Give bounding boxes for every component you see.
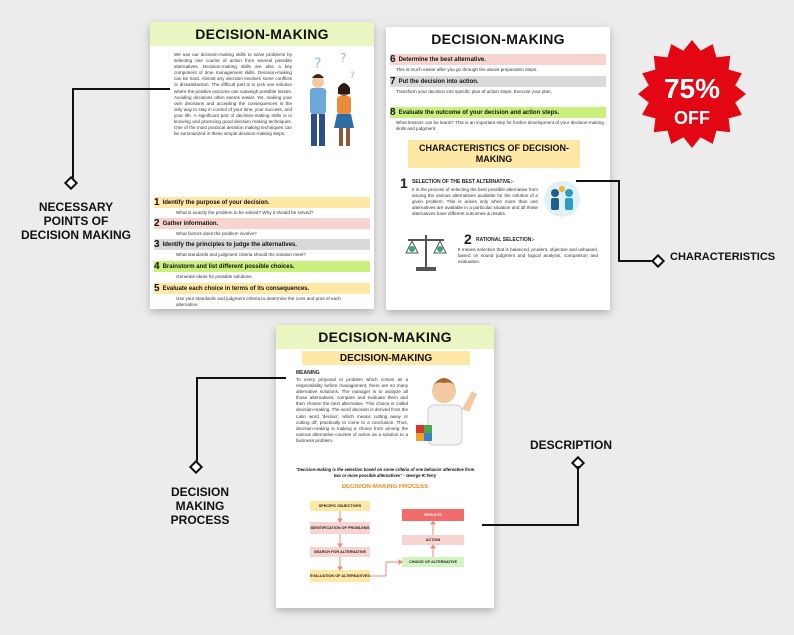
step-title: Determine the best alternative. bbox=[398, 56, 486, 63]
label-description: DESCRIPTION bbox=[530, 438, 613, 452]
discount-off: OFF bbox=[674, 108, 710, 128]
connector-line bbox=[618, 180, 620, 262]
step-title: Identify the principles to judge the alt… bbox=[162, 241, 297, 248]
step-number: 1 bbox=[154, 197, 160, 208]
page-necessary-points: DECISION-MAKING We use our decision-maki… bbox=[150, 22, 374, 309]
page1-intro: We use our decision-making skills to sol… bbox=[174, 52, 292, 137]
page2-title: DECISION-MAKING bbox=[431, 31, 565, 47]
label-line: DECISION bbox=[170, 485, 229, 499]
char-2-text: It means selection that is balanced, pru… bbox=[458, 247, 598, 265]
characteristics-heading: CHARACTERISTICS OF DECISION-MAKING bbox=[408, 140, 580, 168]
meaning-label: MEANING bbox=[296, 370, 320, 376]
step-5-text: Use your standards and judgment criteria… bbox=[176, 296, 341, 308]
connector-line bbox=[196, 377, 198, 465]
flow-evaluation: EVALUATION OF ALTERNATIVES bbox=[310, 570, 370, 582]
label-line: DECISION MAKING bbox=[20, 228, 131, 242]
step-title: Brainstorm and list different possible c… bbox=[162, 263, 295, 270]
svg-text:?: ? bbox=[314, 56, 321, 72]
step-7-text: Transform your decision into specific pl… bbox=[396, 89, 552, 94]
step-number: 4 bbox=[154, 261, 160, 272]
svg-text:?: ? bbox=[350, 71, 355, 81]
step-2-text: What factors does the problem involve? bbox=[176, 231, 257, 236]
flow-identification: IDENTIFICATION OF PROBLEMS bbox=[310, 522, 370, 534]
label-line: POINTS OF bbox=[43, 214, 109, 228]
step-title: Gather information. bbox=[162, 220, 219, 227]
label-characteristics: CHARACTERISTICS bbox=[670, 251, 776, 263]
process-title: DECISION-MAKING PROCESS bbox=[341, 484, 429, 490]
connector-line bbox=[482, 524, 579, 526]
step-3-text: What standards and judgment criteria sho… bbox=[176, 252, 306, 257]
page3-header: DECISION-MAKING bbox=[276, 325, 494, 349]
connector-diamond bbox=[188, 459, 204, 475]
svg-text:?: ? bbox=[340, 51, 346, 65]
connector-line bbox=[576, 180, 620, 182]
step-title: Identify the purpose of your decision. bbox=[162, 199, 270, 206]
page-description: DECISION-MAKING DECISION-MAKING MEANING … bbox=[276, 325, 494, 608]
step-number: 8 bbox=[390, 107, 396, 118]
flow-results: RESULTS bbox=[402, 509, 464, 521]
connector-line bbox=[618, 260, 656, 262]
step-title: Put the decision into action. bbox=[398, 78, 479, 85]
connector-diamond bbox=[63, 175, 79, 191]
meaning-text: To every proposal or problem which comes… bbox=[296, 377, 408, 443]
page3-title: DECISION-MAKING bbox=[318, 329, 452, 345]
page1-header: DECISION-MAKING bbox=[150, 22, 374, 46]
char-1-text: It is the process of selecting the best … bbox=[412, 187, 538, 217]
scale-icon bbox=[405, 235, 447, 271]
label-line: MAKING bbox=[175, 499, 225, 513]
char-1-number: 1 bbox=[400, 175, 408, 191]
flow-specific-objectives: SPECIFIC OBJECTIVES bbox=[310, 501, 370, 511]
page3-subtitle: DECISION-MAKING bbox=[302, 351, 470, 365]
connector-line bbox=[577, 466, 579, 526]
flow-search: SEARCH FOR ALTERNATIVE bbox=[310, 547, 370, 557]
label-necessary-points: NECESSARY POINTS OF DECISION MAKING bbox=[14, 200, 138, 242]
char-1-title: SELECTION OF THE BEST ALTERNATIVE:- bbox=[412, 179, 514, 185]
connector-diamond bbox=[650, 253, 666, 269]
discount-percent: 75% bbox=[664, 73, 720, 104]
char-2-number: 2 bbox=[464, 231, 472, 247]
page1-title: DECISION-MAKING bbox=[195, 26, 329, 42]
people-thinking-illustration: ? ? ? bbox=[310, 51, 355, 146]
step-4-text: Generate ideas for possible solutions. bbox=[176, 274, 253, 279]
label-line: NECESSARY bbox=[38, 200, 114, 214]
page2-header: DECISION-MAKING bbox=[386, 27, 610, 51]
label-process: DECISION MAKING PROCESS bbox=[150, 485, 250, 527]
step-1-text: What is exactly the problem to be solved… bbox=[176, 210, 314, 215]
step-number: 5 bbox=[154, 283, 160, 294]
connector-line bbox=[72, 88, 170, 90]
flow-action: ACTION bbox=[402, 535, 464, 545]
step-8-text: What lessons can be learnt? This is an i… bbox=[396, 120, 604, 132]
step-number: 7 bbox=[390, 76, 396, 87]
connector-line bbox=[72, 88, 74, 182]
step-number: 6 bbox=[390, 54, 396, 65]
step-6-text: This is much easier after you go through… bbox=[396, 67, 538, 72]
connector-line bbox=[196, 377, 286, 379]
step-number: 3 bbox=[154, 239, 160, 250]
char-2-title: RATIONAL SELECTION:- bbox=[476, 237, 535, 243]
flow-choice: CHOICE OF ALTERNATIVE bbox=[402, 557, 464, 567]
step-title: Evaluate the outcome of your decision an… bbox=[398, 109, 560, 116]
step-title: Evaluate each choice in terms of its con… bbox=[162, 285, 310, 292]
flowchart-arrows bbox=[337, 511, 436, 577]
label-line: PROCESS bbox=[170, 513, 230, 527]
man-with-cube-illustration bbox=[416, 378, 477, 446]
definition-quote: "Decision-making is the selection based … bbox=[295, 467, 475, 478]
step-number: 2 bbox=[154, 218, 160, 229]
teamwork-icon bbox=[544, 181, 580, 217]
discount-badge: 75% OFF bbox=[638, 40, 746, 148]
